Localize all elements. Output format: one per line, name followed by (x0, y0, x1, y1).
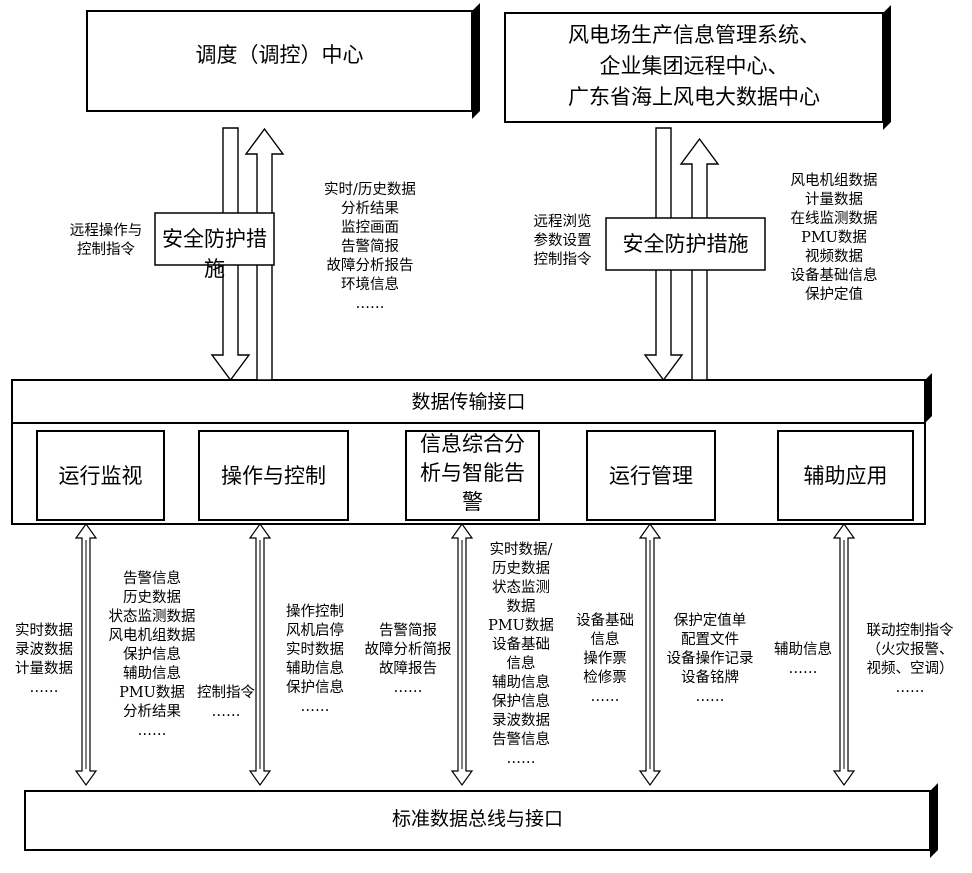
realtime-history-list: 实时/历史数据 分析结果 监控画面 告警简报 故障分析报告 环境信息 …… (324, 182, 416, 312)
run-monitor-box (36, 430, 165, 521)
dispatch-center-box (86, 10, 473, 112)
remote-operation-text: 远程操作与 控制指令 (69, 223, 143, 258)
wind-farm-systems-box (504, 12, 884, 123)
info-analysis-box (405, 430, 540, 521)
safety-box-right (605, 217, 766, 271)
auxiliary-app-box (777, 430, 914, 521)
wind-farm-systems-shadow (883, 5, 891, 130)
alarm-history-list: 告警信息 历史数据 状态监测数据 风电机组数据 保护信息 辅助信息 PMU数据 … (108, 571, 196, 739)
linkage-control-text: 联动控制指令 （火灾报警、 视频、空调） …… (866, 623, 954, 696)
alarm-brief-list: 告警简报 故障分析简报 故障报告 …… (364, 623, 452, 696)
safety-box-left (154, 212, 275, 266)
data-interface-shadow (925, 373, 932, 423)
device-ticket-list: 设备基础 信息 操作票 检修票 …… (576, 613, 634, 705)
aux-info-text: 辅助信息 …… (774, 642, 832, 677)
safety-measures-left-label: 安全防护措施 (162, 227, 267, 281)
operation-control-list: 操作控制 风机启停 实时数据 辅助信息 保护信息 …… (286, 604, 344, 715)
dispatch-center-shadow (472, 3, 480, 119)
data-interface-label: 数据传输接口 (411, 391, 526, 413)
operation-control-box (198, 430, 349, 521)
wind-farm-systems-label: 风电场生产信息管理系统、 企业集团远程中心、 广东省海上风电大数据中心 (568, 23, 820, 109)
control-command-text: 控制指令 …… (197, 685, 255, 720)
run-management-label: 运行管理 (609, 464, 693, 488)
auxiliary-app-label: 辅助应用 (803, 464, 888, 488)
protection-config-list: 保护定值单 配置文件 设备操作记录 设备铭牌 …… (666, 613, 754, 705)
realtime-status-list: 实时数据/ 历史数据 状态监测 数据 PMU数据 设备基础 信息 辅助信息 保护… (488, 542, 554, 767)
dispatch-center-label: 调度（调控）中心 (195, 43, 364, 67)
standard-bus-label: 标准数据总线与接口 (391, 808, 563, 830)
standard-bus-box (24, 790, 931, 851)
run-management-box (586, 430, 716, 521)
run-monitor-label: 运行监视 (58, 464, 143, 488)
realtime-wave-data: 实时数据 录波数据 计量数据 …… (15, 623, 73, 696)
turbine-data-list: 风电机组数据 计量数据 在线监测数据 PMU数据 视频数据 设备基础信息 保护定… (790, 173, 878, 303)
safety-measures-right-label: 安全防护措施 (622, 232, 749, 256)
info-analysis-label: 信息综合分 析与智能告 警 (420, 432, 525, 514)
remote-browse-text: 远程浏览 参数设置 控制指令 (533, 214, 592, 268)
operation-control-label: 操作与控制 (221, 464, 326, 488)
bus-shadow (930, 783, 938, 858)
